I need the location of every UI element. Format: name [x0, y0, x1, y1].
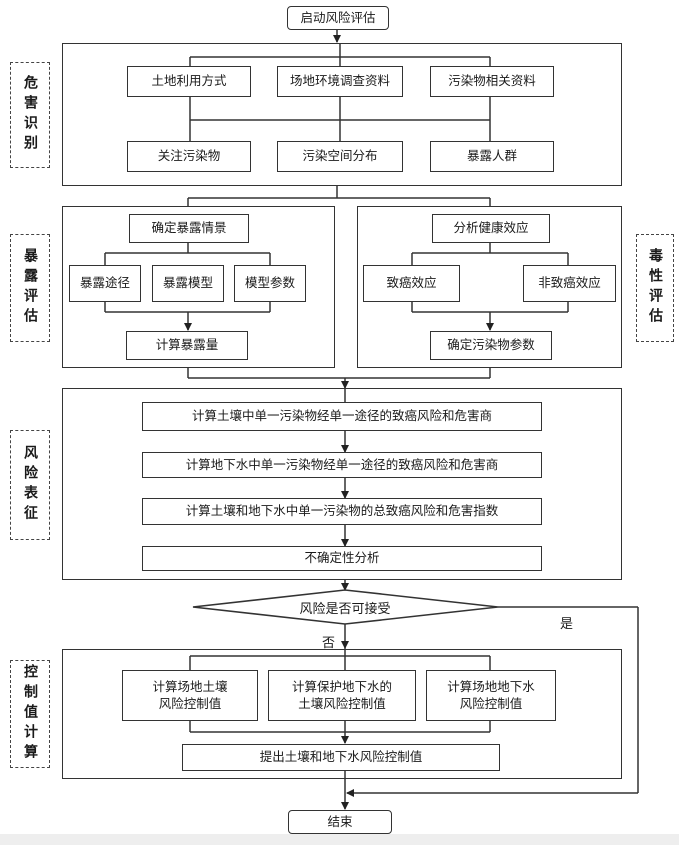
total-risk-step-box: 计算土壤和地下水中单一污染物的总致癌风险和危害指数 [142, 498, 542, 525]
site-survey-box: 场地环境调查资料 [277, 66, 403, 97]
decision-no-label: 否 [322, 636, 336, 651]
soil-risk-step-box: 计算土壤中单一污染物经单一途径的致癌风险和危害商 [142, 402, 542, 431]
exposure-assessment-panel [62, 206, 335, 368]
bottom-band [0, 834, 679, 845]
decision-diamond [192, 589, 499, 625]
section-label-risk-characterization: 风险表征 [10, 430, 50, 540]
health-effects-box: 分析健康效应 [432, 214, 550, 243]
uncertainty-analysis-box: 不确定性分析 [142, 546, 542, 571]
section-label-toxicity-assessment: 毒性评估 [636, 234, 674, 342]
exposure-model-box: 暴露模型 [152, 265, 224, 302]
spatial-distribution-box: 污染空间分布 [277, 141, 403, 172]
decision-question: 风险是否可接受 [299, 602, 391, 617]
noncarcinogenic-effect-box: 非致癌效应 [523, 265, 616, 302]
risk-characterization-panel [62, 388, 622, 580]
pollutant-parameters-box: 确定污染物参数 [430, 331, 552, 360]
toxicity-assessment-panel [357, 206, 622, 368]
model-parameters-box: 模型参数 [234, 265, 306, 302]
exposed-population-box: 暴露人群 [430, 141, 554, 172]
soil-control-box: 计算场地土壤 风险控制值 [122, 670, 258, 721]
control-value-panel [62, 649, 622, 779]
end-node: 结束 [288, 810, 392, 834]
pollutants-of-concern-box: 关注污染物 [127, 141, 251, 172]
groundwater-risk-step-box: 计算地下水中单一污染物经单一途径的致癌风险和危害商 [142, 452, 542, 478]
section-label-control-value: 控制值计算 [10, 660, 50, 768]
groundwater-control-box: 计算场地地下水 风险控制值 [426, 670, 556, 721]
pollutant-data-box: 污染物相关资料 [430, 66, 554, 97]
carcinogenic-effect-box: 致癌效应 [363, 265, 460, 302]
start-node: 启动风险评估 [287, 6, 389, 30]
exposure-scenario-box: 确定暴露情景 [129, 214, 249, 243]
section-label-hazard-identification: 危害识别 [10, 62, 50, 168]
hazard-identification-panel [62, 43, 622, 186]
exposure-dose-box: 计算暴露量 [126, 331, 248, 360]
section-label-exposure-assessment: 暴露评估 [10, 234, 50, 342]
propose-control-values-box: 提出土壤和地下水风险控制值 [182, 744, 500, 771]
exposure-pathway-box: 暴露途径 [69, 265, 141, 302]
decision-yes-label: 是 [560, 617, 574, 632]
groundwater-protection-box: 计算保护地下水的 土壤风险控制值 [268, 670, 416, 721]
land-use-box: 土地利用方式 [127, 66, 251, 97]
